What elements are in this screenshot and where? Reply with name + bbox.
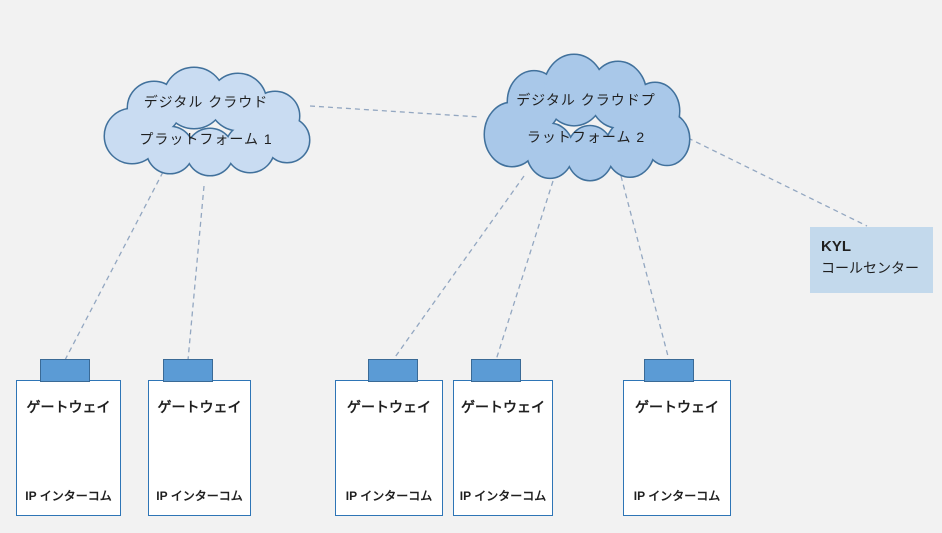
cloud-platform-1[interactable]: [103, 66, 311, 177]
cloud-1-fill: [105, 68, 309, 175]
connector-cloud2-gateway5: [620, 175, 670, 361]
cloud-2-fill: [485, 55, 689, 180]
connectors-group: [64, 105, 868, 361]
gateway-1-subtitle: IP インターコム: [25, 489, 112, 503]
connector-cloud2-gateway3: [392, 175, 525, 361]
connector-cloud1-cloud2: [309, 105, 481, 118]
connector-cloud1-gateway1: [64, 171, 164, 361]
gateway-5-subtitle: IP インターコム: [633, 489, 721, 503]
gateway-4-tab[interactable]: [471, 359, 521, 382]
gateway-5-tab[interactable]: [644, 359, 694, 382]
connector-cloud2-gateway4: [495, 180, 554, 361]
gateway-3-subtitle: IP インターコム: [345, 489, 433, 503]
connector-cloud1-gateway2: [187, 185, 205, 361]
cloud-platform-2[interactable]: [483, 53, 691, 182]
gateway-box-2[interactable]: ゲートウェイ IP インターコム: [148, 380, 251, 516]
gateway-box-5[interactable]: ゲートウェイ IP インターコム: [623, 380, 731, 516]
gateway-5-title: ゲートウェイ: [635, 399, 719, 415]
gateway-2-tab[interactable]: [163, 359, 213, 382]
gateway-2-subtitle: IP インターコム: [156, 489, 243, 503]
gateway-box-1[interactable]: ゲートウェイ IP インターコム: [16, 380, 121, 516]
connector-cloud2-callcenter: [687, 137, 868, 227]
gateway-3-tab[interactable]: [368, 359, 418, 382]
gateway-box-4[interactable]: ゲートウェイ IP インターコム: [453, 380, 553, 516]
kyl-call-center-box[interactable]: KYL コールセンター: [810, 227, 933, 293]
gateway-1-tab[interactable]: [40, 359, 90, 382]
gateway-box-3[interactable]: ゲートウェイ IP インターコム: [335, 380, 443, 516]
gateway-4-subtitle: IP インターコム: [459, 489, 547, 503]
gateway-1-title: ゲートウェイ: [26, 399, 111, 415]
kyl-subtitle: コールセンター: [821, 260, 919, 276]
gateway-2-title: ゲートウェイ: [157, 399, 242, 415]
gateway-4-title: ゲートウェイ: [461, 399, 545, 415]
gateway-3-title: ゲートウェイ: [347, 399, 431, 415]
kyl-title: KYL: [821, 238, 851, 255]
